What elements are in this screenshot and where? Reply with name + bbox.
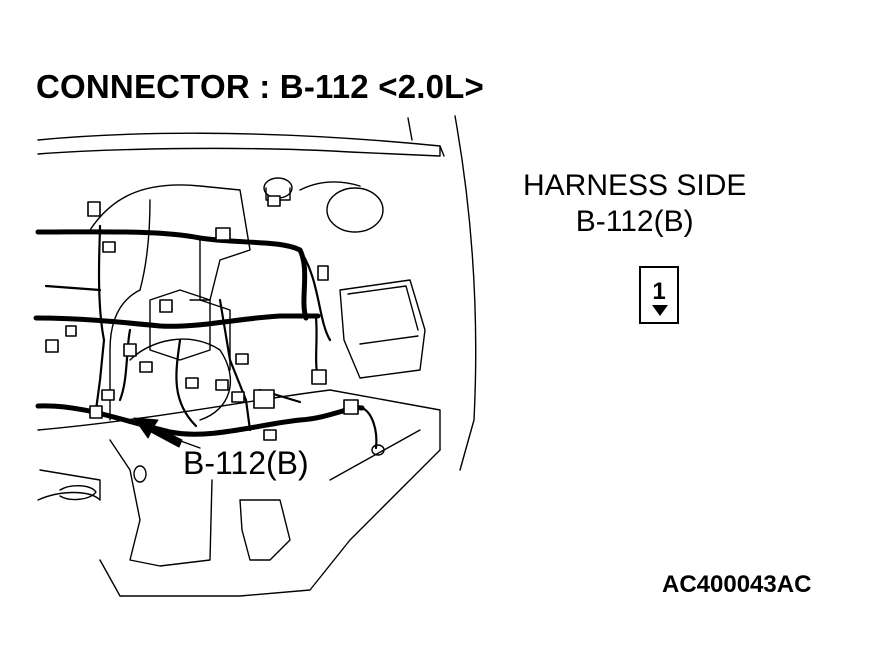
harness-connector-id: B-112(B): [575, 205, 694, 238]
connectors: [45, 195, 359, 441]
pin-number: 1: [652, 278, 666, 305]
figure-code: AC400043AC: [662, 571, 812, 598]
connector-pin-diagram: 1: [639, 266, 679, 324]
harness-side-label: HARNESS SIDE: [523, 169, 747, 202]
relay-box: [339, 279, 426, 379]
wiring-harness: [33, 229, 365, 437]
connector-location-arrow-icon: [133, 417, 201, 449]
connector-title: CONNECTOR : B-112 <2.0L>: [36, 68, 484, 105]
pin-lock-arrow-icon: [652, 305, 668, 316]
ground-terminals: [133, 444, 385, 483]
harness-branches: [44, 224, 378, 450]
connector-callout-label: B-112(B): [183, 445, 309, 481]
fluid-reservoir: [263, 177, 384, 233]
body-outline: [37, 115, 477, 597]
harness-side-heading: HARNESS SIDE B-112(B): [523, 168, 746, 240]
